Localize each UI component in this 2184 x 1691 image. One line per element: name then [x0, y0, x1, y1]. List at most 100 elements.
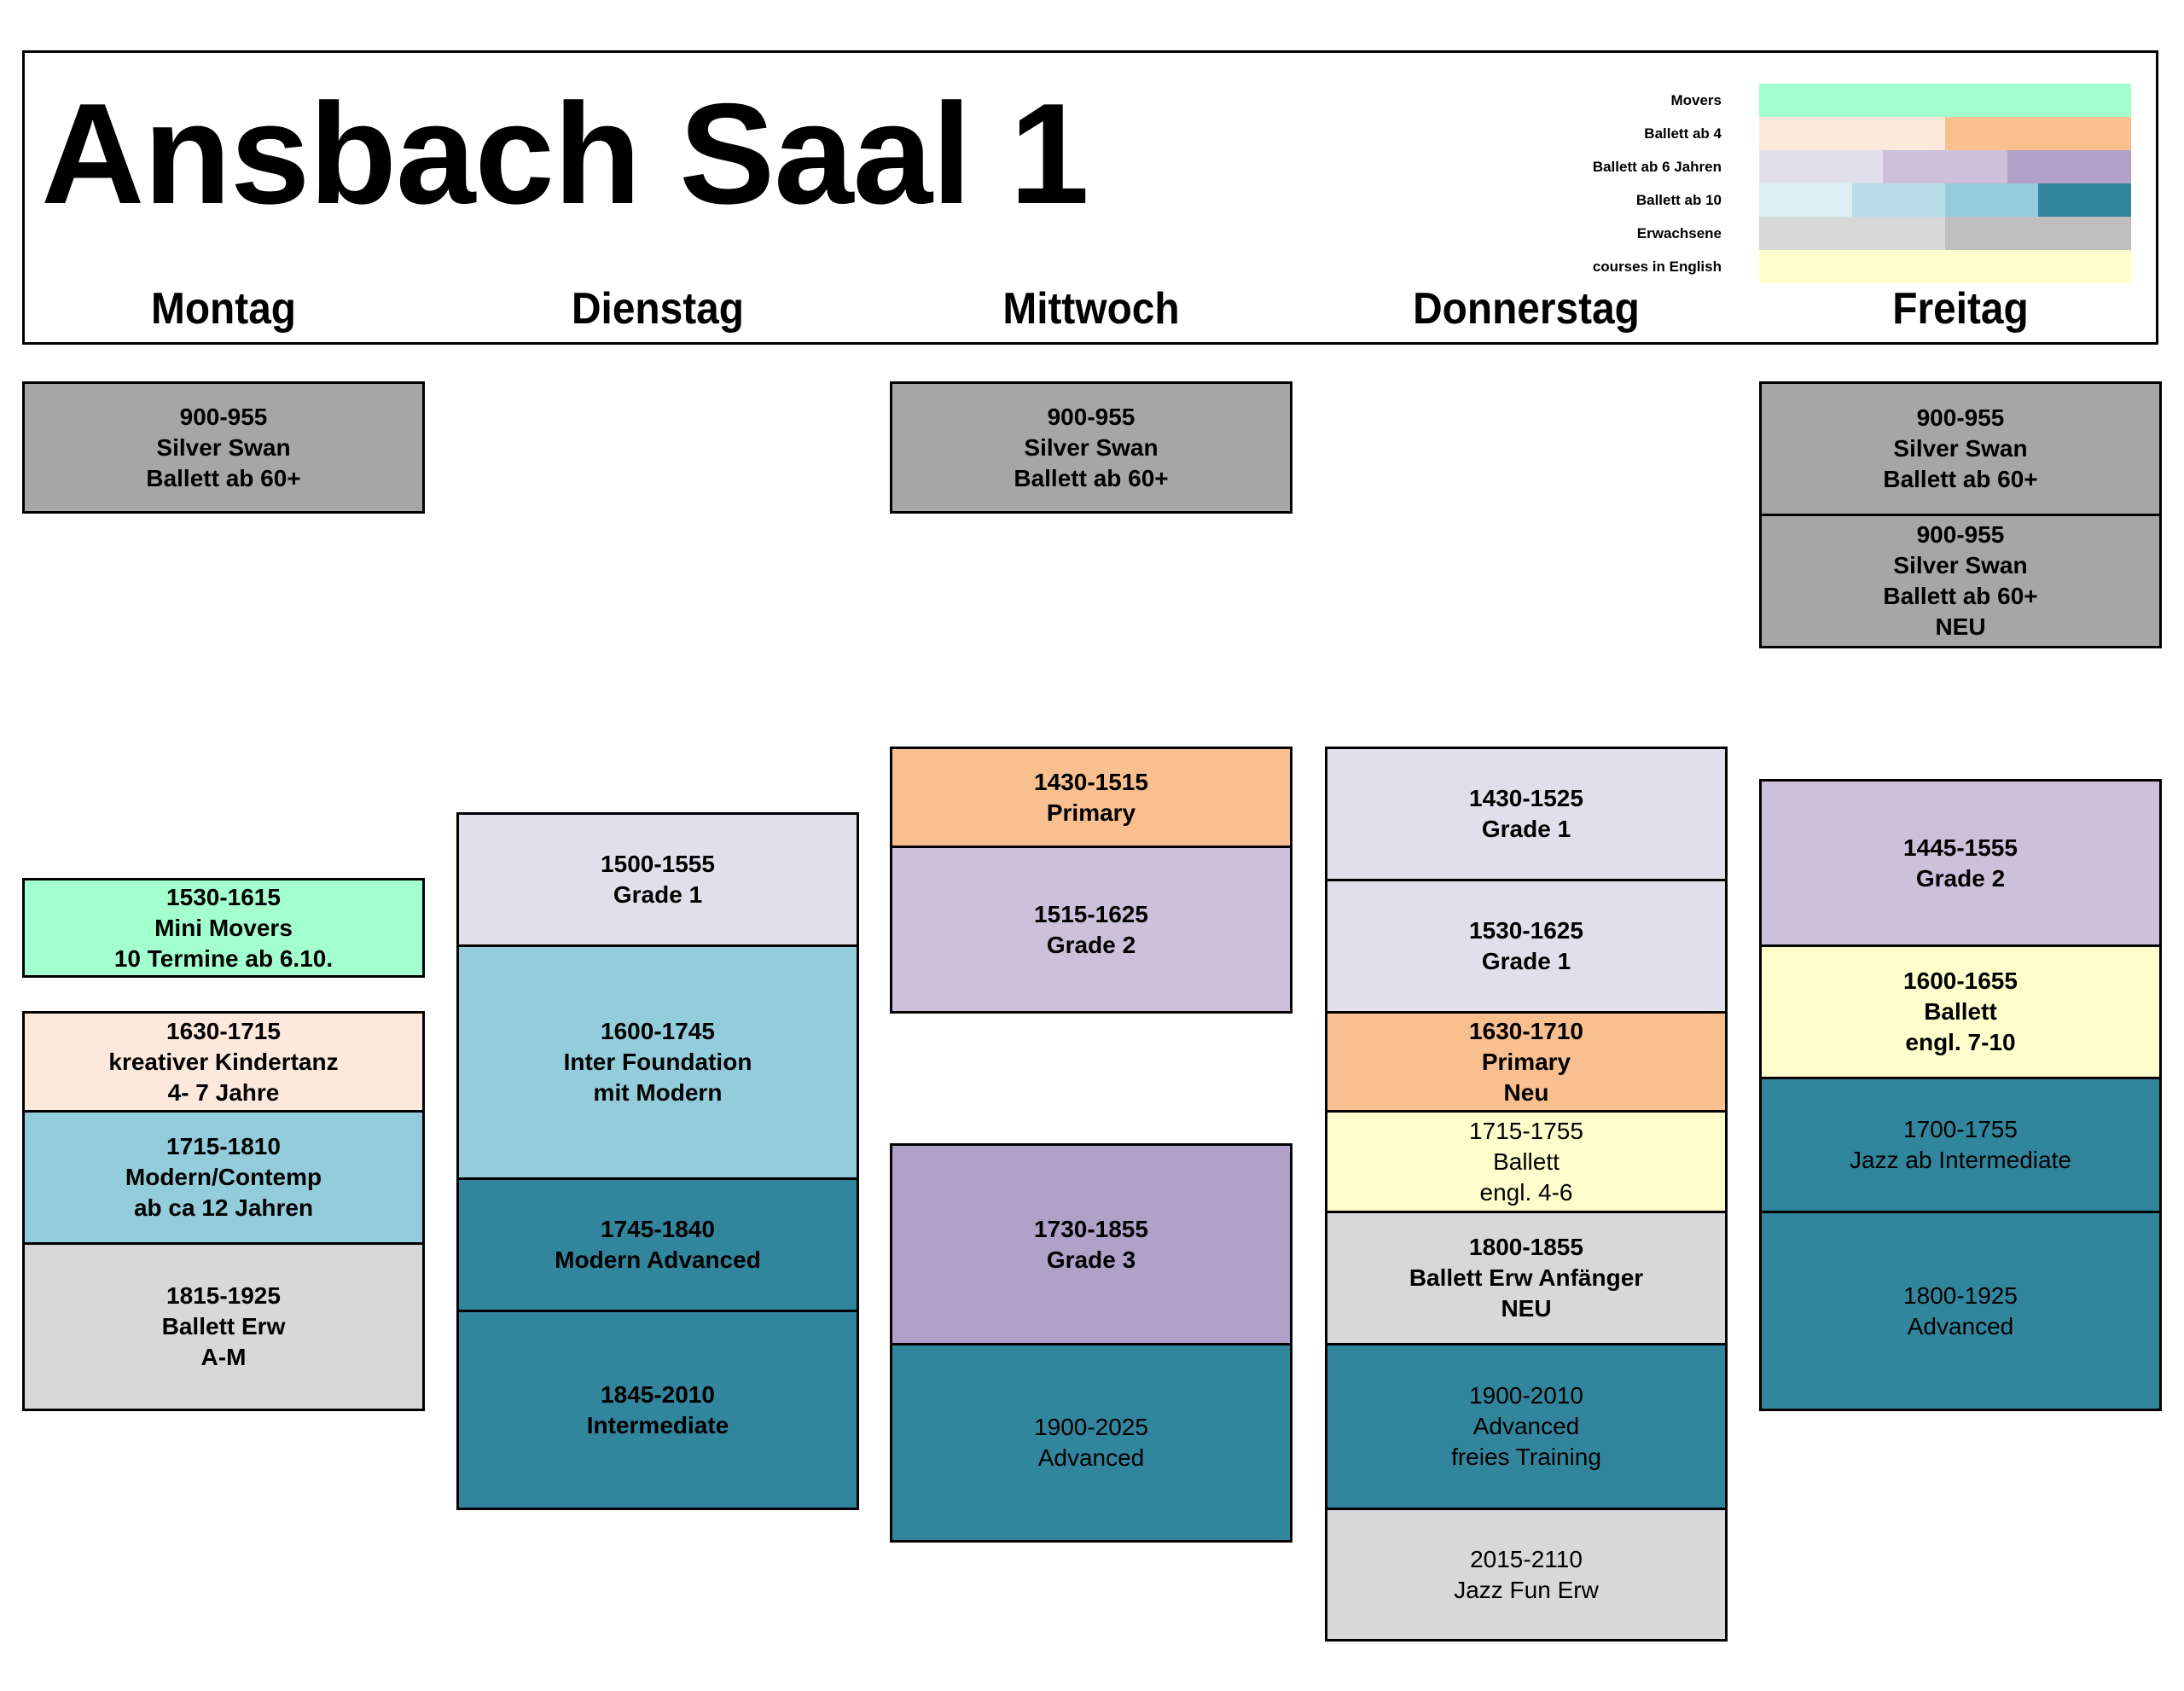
day-label-montag: Montag: [150, 284, 297, 334]
class-detail: engl. 7-10: [1905, 1029, 2016, 1055]
class-detail: Grade 2: [1046, 931, 1136, 958]
class-time: 1715-1755: [1469, 1117, 1583, 1144]
legend-swatch: [1759, 117, 1945, 150]
class-detail: Silver Swan: [1893, 552, 2028, 578]
class-detail: Grade 1: [613, 881, 703, 908]
class-detail: NEU: [1501, 1295, 1552, 1322]
class-detail: kreativer Kindertanz: [108, 1048, 339, 1075]
class-detail: Grade 1: [1481, 816, 1571, 842]
legend-swatches: [1759, 84, 2131, 117]
class-block-montag: 1630-1715 kreativer Kindertanz 4- 7 Jahre: [22, 1011, 425, 1113]
class-time: 1630-1710: [1469, 1017, 1583, 1044]
legend-swatches: [1759, 217, 2131, 250]
day-label-mittwoch: Mittwoch: [1002, 284, 1180, 334]
class-detail: mit Modern: [593, 1079, 723, 1106]
legend-swatches: [1759, 183, 2131, 217]
day-label-dienstag: Dienstag: [571, 284, 745, 334]
class-detail: Primary: [1481, 1048, 1571, 1075]
class-detail: Silver Swan: [156, 433, 291, 461]
class-detail: Advanced: [1037, 1444, 1145, 1471]
class-detail: Ballett ab 60+: [1014, 464, 1169, 491]
class-time: 1600-1745: [601, 1018, 715, 1044]
legend-swatch: [1759, 183, 1852, 217]
legend-swatch: [2038, 183, 2131, 217]
class-detail: Advanced: [1472, 1413, 1580, 1439]
legend-row: Ballett ab 10: [1450, 183, 2133, 217]
header-box: [22, 50, 2158, 345]
legend-swatch: [1945, 117, 2131, 150]
class-detail: A-M: [200, 1344, 247, 1370]
day-label-freitag: Freitag: [1892, 284, 2029, 334]
class-detail: Grade 2: [1915, 864, 2006, 892]
class-detail: Grade 3: [1046, 1246, 1136, 1273]
legend-label: Erwachsene: [1636, 225, 1722, 241]
legend-swatch: [2007, 150, 2131, 183]
class-detail: freies Training: [1451, 1444, 1601, 1470]
class-time: 1900-2010: [1469, 1382, 1583, 1409]
class-detail: Jazz ab Intermediate: [1850, 1147, 2071, 1173]
class-time: 1730-1855: [1034, 1215, 1148, 1242]
legend-label: courses in English: [1592, 259, 1722, 275]
legend-swatch: [1759, 250, 2131, 283]
class-time: 1815-1925: [166, 1282, 281, 1309]
class-time: 1715-1810: [166, 1133, 281, 1159]
class-time: 2015-2110: [1470, 1545, 1583, 1572]
class-detail: Inter Foundation: [563, 1049, 752, 1075]
legend-swatch: [1945, 217, 2131, 250]
class-detail: Ballett: [1493, 1148, 1560, 1175]
class-time: 1700-1755: [1903, 1116, 2018, 1142]
class-time: 1445-1555: [1903, 834, 2018, 861]
class-time: 900-955: [1916, 521, 2005, 548]
legend-label: Ballett ab 6 Jahren: [1592, 159, 1722, 175]
class-time: 1430-1525: [1469, 785, 1583, 811]
legend-swatches: [1759, 117, 2131, 150]
class-detail: NEU: [1935, 613, 1986, 640]
class-detail: Ballett ab 60+: [1883, 583, 2038, 609]
class-detail: engl. 4-6: [1479, 1178, 1573, 1206]
class-time: 1600-1655: [1903, 968, 2018, 994]
legend-row: courses in English: [1450, 250, 2133, 283]
legend-swatch: [1945, 183, 2038, 217]
class-detail: 10 Termine ab 6.10.: [113, 944, 334, 972]
class-time: 1800-1855: [1469, 1234, 1583, 1260]
class-detail: Mini Movers: [154, 914, 293, 941]
legend-row: Ballett ab 6 Jahren: [1450, 150, 2133, 183]
class-detail: 4- 7 Jahre: [167, 1078, 280, 1106]
class-detail: Grade 1: [1481, 948, 1571, 974]
legend-label: Ballett ab 10: [1635, 192, 1722, 208]
class-detail: Advanced: [1907, 1312, 2014, 1339]
class-detail: Neu: [1503, 1078, 1549, 1106]
class-detail: Ballett ab 60+: [1883, 466, 2038, 492]
legend-row: Ballett ab 4: [1450, 117, 2133, 150]
legend-swatches: [1759, 150, 2131, 183]
class-time: 1900-2025: [1034, 1414, 1148, 1440]
legend-swatch: [1883, 150, 2007, 183]
legend-label: Ballett ab 4: [1644, 125, 1722, 142]
class-detail: Modern Advanced: [555, 1246, 761, 1273]
class-detail: ab ca 12 Jahren: [133, 1194, 314, 1221]
class-time: 900-955: [1916, 404, 2005, 431]
class-time: 1530-1625: [1469, 917, 1583, 944]
class-time: 1630-1715: [166, 1017, 281, 1044]
class-time: 1530-1615: [166, 883, 281, 910]
legend-swatch: [1759, 84, 2131, 117]
legend-label: Movers: [1670, 92, 1722, 108]
